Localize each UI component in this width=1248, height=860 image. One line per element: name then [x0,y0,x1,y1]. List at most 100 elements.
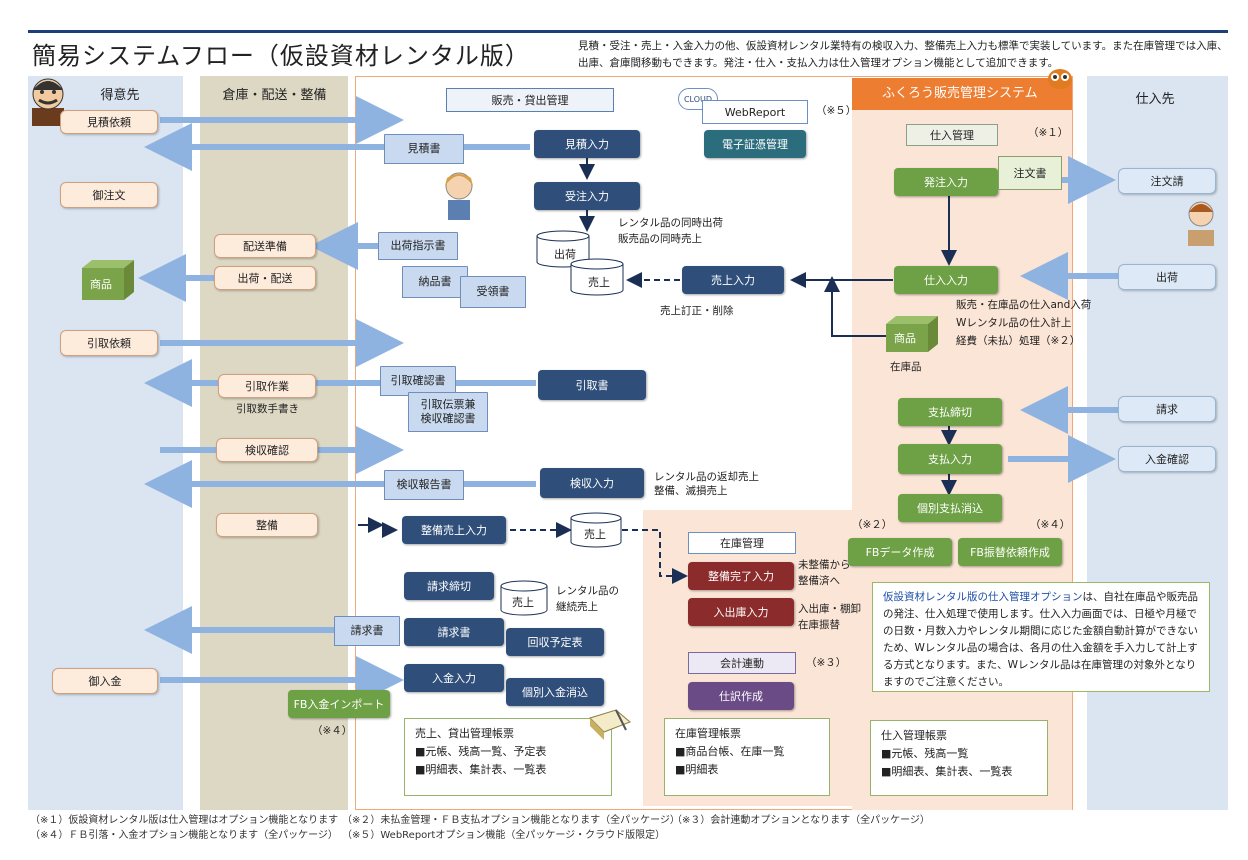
db-sales-3-label: 売上 [512,596,534,609]
purchase-input-node: 仕入入力 [894,266,998,294]
pickup-handwrite-label: 引取数手書き [236,403,299,415]
inventory-section-title: 在庫管理 [688,532,796,554]
db-sales-2: 売上 [570,512,622,548]
lane-title-customer: 得意先 [100,88,140,103]
inventory-ledger-item: ■明細表 [675,763,719,776]
pay-clear-node: 個別支払消込 [898,494,1002,522]
invoice-node: 請求書 [404,618,504,646]
supplier-avatar-icon [1188,201,1214,246]
purchase-ledger-item: ■明細表、集計表、一覧表 [881,765,1013,778]
rental-note-2: 販売品の同時売上 [618,233,702,245]
sales-ledger-item: ■元帳、残高一覧、予定表 [415,745,547,758]
inspection-note-2: 整備、滅損売上 [654,485,728,497]
journal-node: 仕訳作成 [688,682,794,710]
payment-node: 御入金 [52,668,158,694]
pickup-slip-line1: 引取伝票兼 [420,398,476,411]
continuous-note-2: 継続売上 [556,601,598,613]
in-out-node: 入出庫入力 [688,598,794,626]
webreport-node: WebReport [702,100,808,124]
purchase-ledger-box: 仕入管理帳票 ■元帳、残高一覧 ■明細表、集計表、一覧表 [870,720,1048,796]
collection-plan-node: 回収予定表 [506,628,604,656]
in-out-note-2: 在庫振替 [798,619,840,631]
fb-transfer-note: （※４） [1030,519,1071,531]
customer-avatar-icon [32,78,64,126]
footnote-1: （※１）仮設資材レンタル版は仕入管理はオプション機能となります [30,815,339,826]
staff-avatar-icon [445,172,473,220]
inventory-ledger-title: 在庫管理帳票 [675,727,741,740]
purchase-note-3: 経費（未払）処理（※２） [956,335,1081,347]
sales-input-node: 売上入力 [682,266,784,294]
stock-product-label: 商品 [894,332,916,345]
supplier-shipment-node: 出荷 [1118,264,1216,290]
sales-ledger-box: 売上、貸出管理帳票 ■元帳、残高一覧、予定表 ■明細表、集計表、一覧表 [404,718,612,796]
inventory-ledger-box: 在庫管理帳票 ■商品台帳、在庫一覧 ■明細表 [664,718,830,796]
customer-product-icon: 商品 [80,258,136,302]
order-node: 御注文 [60,182,158,208]
in-out-note-1: 入出庫・棚卸 [798,603,861,615]
voucher-node: 電子証憑管理 [704,130,806,158]
footnote-2: （※２）未払金管理・ＦＢ支払オプション機能となります（全パッケージ） [342,815,680,826]
continuous-note-1: レンタル品の [556,585,619,597]
pickup-work-node: 引取作業 [218,374,316,398]
option-note: 仮設資材レンタル版の仕入管理オプションは、自社在庫品や販売品の発注、仕入処理で使… [872,582,1210,692]
order-input-node: 受注入力 [534,182,640,210]
page-title: 簡易システムフロー（仮設資材レンタル版） [32,42,530,70]
inspection-note-1: レンタル品の返却売上 [654,471,759,483]
pickup-request-node: 引取依頼 [60,330,158,356]
purchase-note-1: 販売・在庫品の仕入and入荷 [956,299,1092,311]
lane-title-supplier: 仕入先 [1135,92,1175,107]
customer-product-label: 商品 [90,278,112,291]
payment-input-node: 入金入力 [404,664,504,692]
payment-confirm-node: 入金確認 [1118,446,1216,472]
receipt-doc: 受領書 [460,276,526,308]
estimate-input-node: 見積入力 [534,130,640,158]
owl-logo-icon [1048,69,1072,89]
delivery-prep-node: 配送準備 [214,234,316,258]
page-description: 見積・受注・売上・入金入力の他、仮設資材レンタル業特有の検収入力、整備売上入力も… [578,40,1228,69]
delivery-doc: 納品書 [402,266,468,298]
system-header: ふくろう販売管理システム [852,78,1072,110]
rental-note-1: レンタル品の同時出荷 [618,217,723,229]
ledger-book-icon [589,709,631,740]
pickup-slip-node: 引取書 [538,370,646,400]
purchase-ledger-title: 仕入管理帳票 [881,729,947,742]
footnote-3: （※３）会計連動オプションとなります（全パッケージ） [672,815,930,826]
invoice-doc: 請求書 [334,616,400,646]
estimate-doc: 見積書 [384,134,464,164]
inventory-ledger-item: ■商品台帳、在庫一覧 [675,745,785,758]
webreport-note: （※５） [816,105,857,117]
inspection-check-node: 検収確認 [216,438,318,462]
db-sales-2-label: 売上 [584,528,606,541]
maint-note-1: 未整備から [798,559,851,571]
pay-close-node: 支払締切 [898,398,1002,426]
purchase-section-title: 仕入管理 [906,124,998,146]
option-note-highlight: 仮設資材レンタル版の仕入管理オプション [883,591,1083,603]
po-doc: 注文書 [998,156,1062,190]
purchase-ledger-item: ■元帳、残高一覧 [881,747,969,760]
option-note-text: は、自社在庫品や販売品の発注、仕入処理で使用します。仕入入力画面では、日極や月極… [883,591,1198,688]
fb-data-node: FBデータ作成 [848,538,952,566]
footnote-5: （※５）WebReportオプション機能（全パッケージ・クラウド版限定） [342,830,666,841]
pickup-slip-doc: 引取伝票兼 検収確認書 [408,392,488,432]
inspection-input-node: 検収入力 [540,468,644,498]
fb-data-note: （※２） [852,519,893,531]
accounting-note: （※３） [806,657,847,669]
sales-fix-label: 売上訂正・削除 [660,305,734,317]
fb-transfer-node: FB振替依頼作成 [958,538,1062,566]
pay-input-node: 支払入力 [898,444,1002,474]
footnote-4: （※４）ＦＢ引落・入金オプション機能となります（全パッケージ） [30,830,338,841]
fb-import-node: FB入金インポート [288,690,390,718]
estimate-request-node: 見積依頼 [60,110,158,134]
lane-title-warehouse: 倉庫・配送・整備 [222,88,327,103]
stock-caption: 在庫品 [890,361,922,373]
shipping-node: 出荷・配送 [214,266,316,290]
purchase-note-2: Wレンタル品の仕入計上 [956,317,1072,329]
sales-ledger-item: ■明細表、集計表、一覧表 [415,763,547,776]
db-sales-1: 売上 [570,258,624,296]
fb-import-note: （※４） [312,725,353,737]
sales-ledger-title: 売上、貸出管理帳票 [415,727,514,740]
inspection-report-doc: 検収報告書 [384,470,464,500]
db-sales-3: 売上 [500,580,548,616]
db-shipment-label: 出荷 [554,248,576,261]
order-ack-node: 注文請 [1118,168,1216,194]
